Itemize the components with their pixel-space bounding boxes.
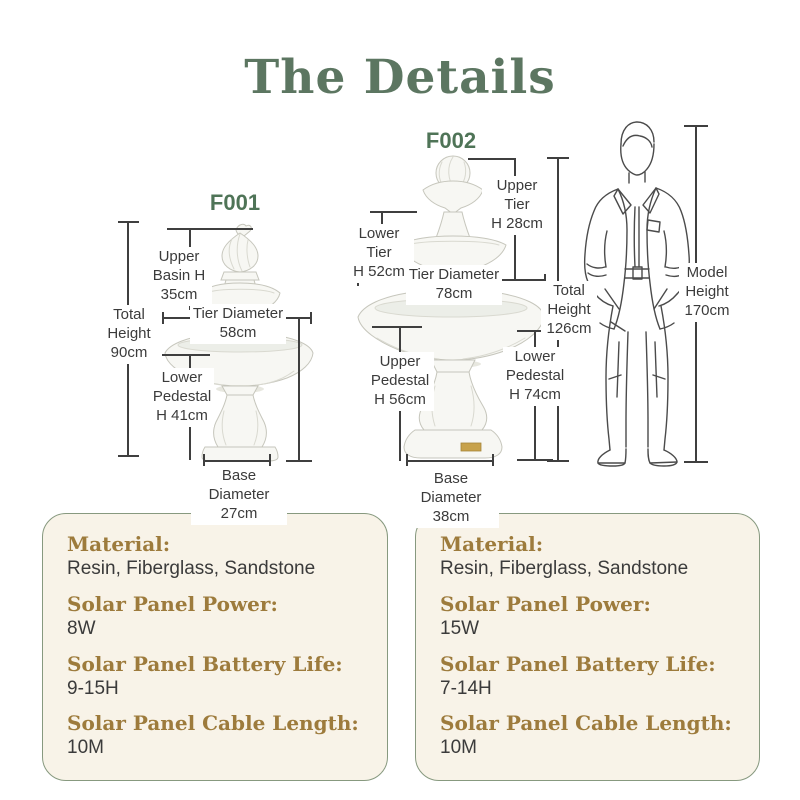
spec-label: Solar Panel Battery Life: [67, 651, 343, 676]
f002-upper-pedestal-line [372, 326, 422, 328]
f001-upper-basin-line [167, 228, 253, 230]
spec-label: Solar Panel Power: [440, 591, 651, 616]
f001-total-height-cap-top [118, 221, 139, 223]
f002-upper-tier-line [468, 158, 516, 160]
f002-base-plaque [460, 442, 482, 452]
f002-total-height-cap-top [547, 157, 569, 159]
f001-model-label: F001 [209, 190, 261, 215]
spec-value: 9-15H [67, 677, 119, 699]
f001-base-diameter-tick-right [269, 454, 271, 466]
size-diagram: F001 [96, 121, 735, 525]
spec-value: 15W [440, 617, 480, 639]
f001-base-diameter-tick-left [203, 454, 205, 466]
spec-material: Material: Resin, Fiberglass, Sandstone [440, 532, 735, 581]
spec-label: Solar Panel Battery Life: [440, 651, 716, 676]
f001-tier-diameter-label: Tier Diameter 58cm [190, 304, 286, 344]
spec-cable-length: Solar Panel Cable Length: 10M [440, 711, 735, 760]
f002-model-label: F002 [425, 128, 477, 153]
model-height-cap-top [684, 125, 708, 127]
spec-value: 8W [67, 617, 96, 639]
f001-base-diameter-line [203, 460, 271, 462]
spec-cable-length: Solar Panel Cable Length: 10M [67, 711, 363, 760]
f001-right-height-line [298, 317, 300, 462]
spec-label: Material: [440, 532, 544, 556]
f002-tier-diameter-label: Tier Diameter 78cm [406, 265, 502, 305]
f001-total-height-label: Total Height 90cm [96, 305, 162, 364]
spec-label: Solar Panel Power: [67, 591, 278, 616]
spec-label: Solar Panel Cable Length: [67, 711, 359, 736]
f002-total-height-cap-bottom [547, 460, 569, 462]
spec-value: 10M [67, 737, 104, 759]
spec-solar-panel-power: Solar Panel Power: 15W [440, 592, 735, 641]
spec-value: Resin, Fiberglass, Sandstone [67, 558, 316, 579]
f002-lower-pedestal-cap-bottom [517, 459, 553, 461]
human-figure-illustration [583, 121, 690, 467]
model-height-cap-bottom [684, 461, 708, 463]
f002-lower-tier-line [370, 211, 417, 213]
spec-label: Solar Panel Cable Length: [440, 711, 732, 736]
spec-card-f001: Material: Resin, Fiberglass, Sandstone S… [42, 513, 388, 781]
f001-right-height-cap [286, 460, 312, 462]
f002-base-diameter-line [406, 460, 494, 462]
f002-upper-tier-label: Upper Tier H 28cm [482, 176, 552, 235]
f001-total-height-cap-bottom [118, 455, 139, 457]
f001-upper-basin-label: Upper Basin H 35cm [146, 247, 212, 306]
spec-value: Resin, Fiberglass, Sandstone [440, 558, 689, 579]
spec-card-f002: Material: Resin, Fiberglass, Sandstone S… [415, 513, 760, 781]
spec-value: 7-14H [440, 677, 492, 699]
f002-lower-pedestal-label: Lower Pedestal H 74cm [503, 347, 567, 406]
f001-lower-pedestal-line [162, 354, 210, 356]
f002-lower-pedestal-cap-top [517, 330, 553, 332]
spec-material: Material: Resin, Fiberglass, Sandstone [67, 532, 363, 581]
f001-base-diameter-label: Base Diameter 27cm [191, 466, 287, 525]
spec-value: 10M [440, 737, 477, 759]
f002-total-height-label: Total Height 126cm [541, 281, 597, 340]
page-title: The Details [244, 50, 556, 105]
f001-tier-diameter-tick-left [162, 312, 164, 324]
f002-upper-pedestal-label: Upper Pedestal H 56cm [366, 352, 434, 411]
f002-base-diameter-tick-right [492, 454, 494, 466]
f002-base-diameter-label: Base Diameter 38cm [403, 469, 499, 528]
f001-lower-pedestal-label: Lower Pedestal H 41cm [150, 368, 214, 427]
spec-battery-life: Solar Panel Battery Life: 7-14H [440, 652, 735, 701]
spec-solar-panel-power: Solar Panel Power: 8W [67, 592, 363, 641]
spec-label: Material: [67, 532, 171, 556]
spec-battery-life: Solar Panel Battery Life: 9-15H [67, 652, 363, 701]
f002-base-diameter-tick-left [406, 454, 408, 466]
f002-tier-diameter-tick-right [544, 274, 546, 286]
model-height-label: Model Height 170cm [679, 263, 735, 322]
f001-tier-diameter-tick-right [310, 312, 312, 324]
f002-lower-tier-label: Lower Tier H 52cm [344, 224, 414, 283]
